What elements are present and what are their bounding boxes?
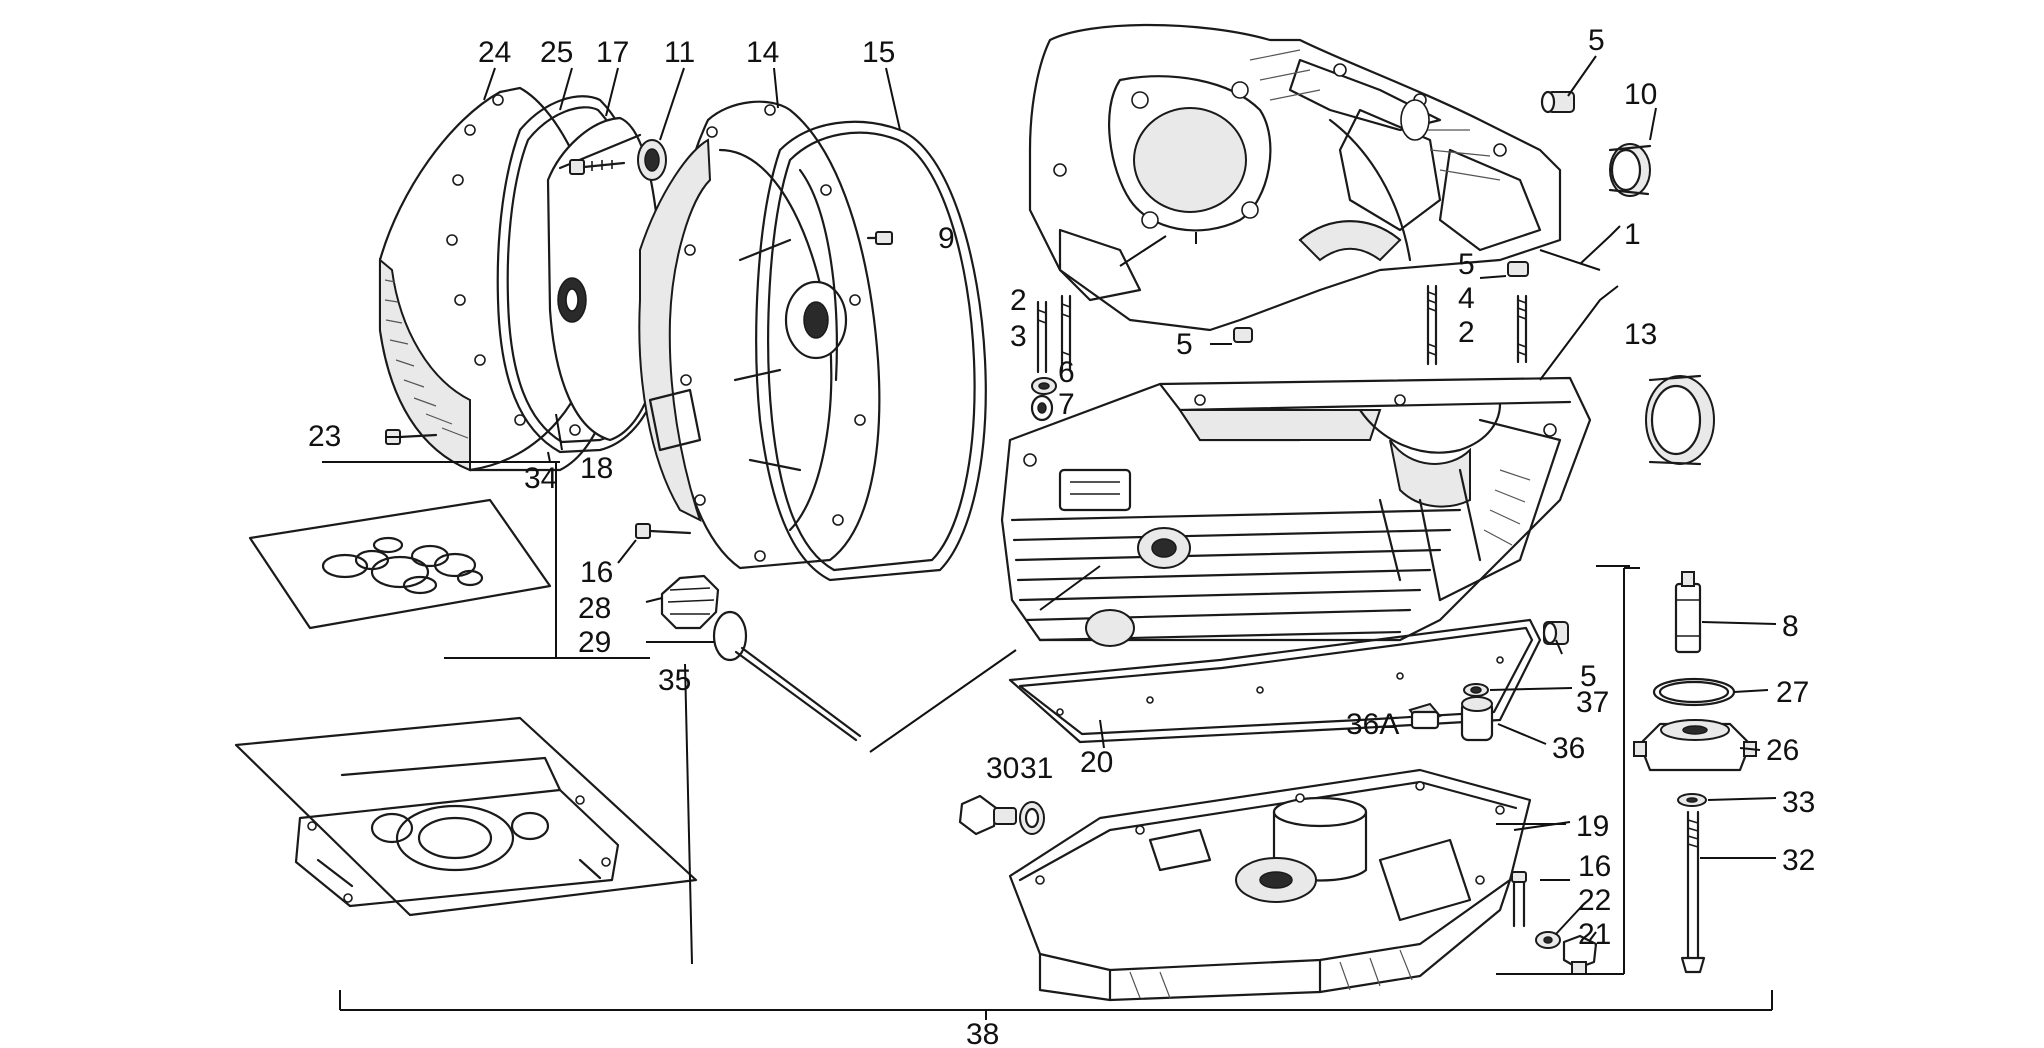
filler-cap-28 xyxy=(660,574,720,630)
dowel-5-left xyxy=(1233,327,1253,343)
leader-lines xyxy=(322,55,1777,1020)
bolt-32 xyxy=(1680,810,1706,974)
callout-2-left: 2 xyxy=(1010,284,1027,317)
plug-36A xyxy=(1408,702,1442,730)
washer-6 xyxy=(1031,377,1057,395)
oil-seal-11 xyxy=(637,139,667,181)
callout-5-lower: 5 xyxy=(1580,660,1597,693)
washer-31 xyxy=(1019,801,1045,835)
callout-31: 31 xyxy=(1020,752,1053,785)
sump-gasket-20 xyxy=(1008,618,1542,744)
bushing-36 xyxy=(1460,696,1494,742)
drain-plug-21 xyxy=(1562,934,1598,975)
callout-11: 11 xyxy=(664,36,695,69)
callout-5-left: 5 xyxy=(1176,328,1193,361)
callout-14: 14 xyxy=(746,36,779,69)
callout-36A: 36A xyxy=(1346,708,1399,741)
callout-20: 20 xyxy=(1080,746,1113,779)
dowel-5-top xyxy=(1540,90,1575,114)
seal-13 xyxy=(1645,374,1715,466)
callout-32: 32 xyxy=(1782,844,1815,877)
stud-2-3-left xyxy=(1036,294,1072,374)
callout-33: 33 xyxy=(1782,786,1815,819)
callout-17: 17 xyxy=(596,36,629,69)
callout-2-right: 2 xyxy=(1458,316,1475,349)
filter-8 xyxy=(1674,571,1702,654)
washer-22 xyxy=(1535,931,1561,949)
callout-19: 19 xyxy=(1576,810,1609,843)
callout-35: 35 xyxy=(658,664,691,697)
gasket-kit-35 xyxy=(234,716,698,917)
callout-10: 10 xyxy=(1624,78,1657,111)
stud-4 xyxy=(1516,294,1528,364)
callout-30: 30 xyxy=(986,752,1019,785)
callout-1: 1 xyxy=(1624,218,1641,251)
callout-labels: 24 25 17 11 14 15 5 10 9 1 5 4 2 13 5 2 … xyxy=(308,24,1815,1048)
callout-37: 37 xyxy=(1576,686,1609,719)
callout-34: 34 xyxy=(524,462,557,495)
callout-5-mid: 5 xyxy=(1458,248,1475,281)
screw-17 xyxy=(569,159,626,175)
o-ring-kit-34 xyxy=(248,498,552,630)
washer-33 xyxy=(1677,793,1707,807)
callout-22: 22 xyxy=(1578,884,1611,917)
callout-27: 27 xyxy=(1776,676,1809,709)
dowel-5-lower xyxy=(1542,621,1569,645)
upper-crankcase-1 xyxy=(1028,23,1562,332)
callout-9: 9 xyxy=(938,222,955,255)
cover-plate-17 xyxy=(546,116,664,442)
callout-16-left: 16 xyxy=(580,556,613,589)
callout-5-top: 5 xyxy=(1588,24,1605,57)
callout-23: 23 xyxy=(308,420,341,453)
callout-29: 29 xyxy=(578,626,611,659)
nut-7 xyxy=(1030,394,1054,422)
callout-3: 3 xyxy=(1010,320,1027,353)
plug-30 xyxy=(958,794,1017,836)
callout-28: 28 xyxy=(578,592,611,625)
callout-26: 26 xyxy=(1766,734,1799,767)
o-ring-27 xyxy=(1652,677,1736,707)
callout-7: 7 xyxy=(1058,388,1075,421)
dipstick-29 xyxy=(712,610,862,742)
callout-25: 25 xyxy=(540,36,573,69)
callout-4: 4 xyxy=(1458,282,1475,315)
callout-24: 24 xyxy=(478,36,511,69)
callout-13: 13 xyxy=(1624,318,1657,351)
timing-cover-gasket-15 xyxy=(755,120,987,582)
bolt-16-left xyxy=(635,523,692,539)
callout-21: 21 xyxy=(1578,918,1611,951)
callout-18: 18 xyxy=(580,452,613,485)
bolt-16-right xyxy=(1511,871,1527,928)
callout-38: 38 xyxy=(966,1018,999,1048)
callout-36: 36 xyxy=(1552,732,1585,765)
filter-housing-26 xyxy=(1633,719,1757,772)
timing-cover-14 xyxy=(638,100,881,570)
washer-37 xyxy=(1463,683,1489,697)
bearing-10 xyxy=(1608,143,1652,197)
callout-6: 6 xyxy=(1058,356,1075,389)
oil-sump-19 xyxy=(1008,768,1532,1002)
callout-8: 8 xyxy=(1782,610,1799,643)
lower-crankcase xyxy=(1000,376,1592,647)
callout-16-right: 16 xyxy=(1578,850,1611,883)
callout-15: 15 xyxy=(862,36,895,69)
stud-2-right xyxy=(1426,284,1438,366)
dowel-5-mid xyxy=(1507,261,1529,277)
plug-9 xyxy=(866,231,893,245)
